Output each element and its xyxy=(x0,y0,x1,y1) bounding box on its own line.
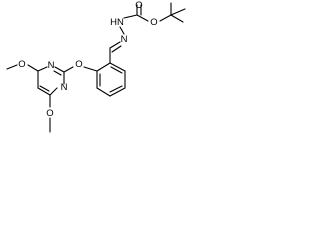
bond-pyr-c2-o-ether xyxy=(63,66,74,73)
bond-ch-n-double-inner xyxy=(111,45,122,53)
bond-ester-o-tbutyl xyxy=(159,14,172,22)
imine-nitrogen-label: N xyxy=(121,34,128,45)
hydrazone-hn-label: HN xyxy=(110,17,124,28)
bond-benz-c4-c5-inner xyxy=(109,85,123,93)
bond-pyr-n1-c6 xyxy=(49,87,58,96)
bond-top-methoxy-oxygen xyxy=(27,64,39,72)
carbonyl-oxygen-label: O xyxy=(135,0,142,11)
bond-benz-c4-c5 xyxy=(109,87,126,97)
bond-pyr-c6-c5 xyxy=(37,87,51,96)
pyrimidine-lower-nitrogen-label: N xyxy=(61,82,68,93)
bond-o-ether-benzene xyxy=(83,66,98,72)
bond-benz-c2-c3-inner xyxy=(110,66,123,74)
bond-ch-n-double xyxy=(109,41,121,49)
ether-oxygen-label: O xyxy=(75,59,82,70)
atom-labels: O N O N O HN N O O xyxy=(18,0,157,119)
bond-hn-carbonyl xyxy=(123,14,138,19)
bond-pyr-c4-n3 xyxy=(37,66,48,72)
bond-top-methyl xyxy=(6,64,18,70)
structure-canvas: O N O N O HN N O O xyxy=(6,0,186,133)
bond-tbutyl-methyl-c xyxy=(170,14,184,23)
bond-benz-c2-c3 xyxy=(109,62,126,72)
pyrimidine-upper-nitrogen-label: N xyxy=(48,60,55,71)
bond-benz-c1-c2 xyxy=(96,62,111,72)
bond-tbutyl-methyl-b xyxy=(170,8,186,16)
bottom-methoxy-oxygen-label: O xyxy=(46,108,53,119)
ester-oxygen-label: O xyxy=(150,17,157,28)
top-methoxy-oxygen-label: O xyxy=(18,59,25,70)
bond-pyr-n3-c2 xyxy=(54,66,65,73)
bond-benz-c5-c6 xyxy=(96,87,111,97)
bond-n-hn xyxy=(119,26,125,35)
bond-lines xyxy=(6,2,186,133)
bond-pyr-n3-c2-inner xyxy=(53,70,62,76)
bond-pyr-c6-c5-inner xyxy=(39,85,50,92)
bond-carbonyl-ester-o xyxy=(136,14,149,22)
